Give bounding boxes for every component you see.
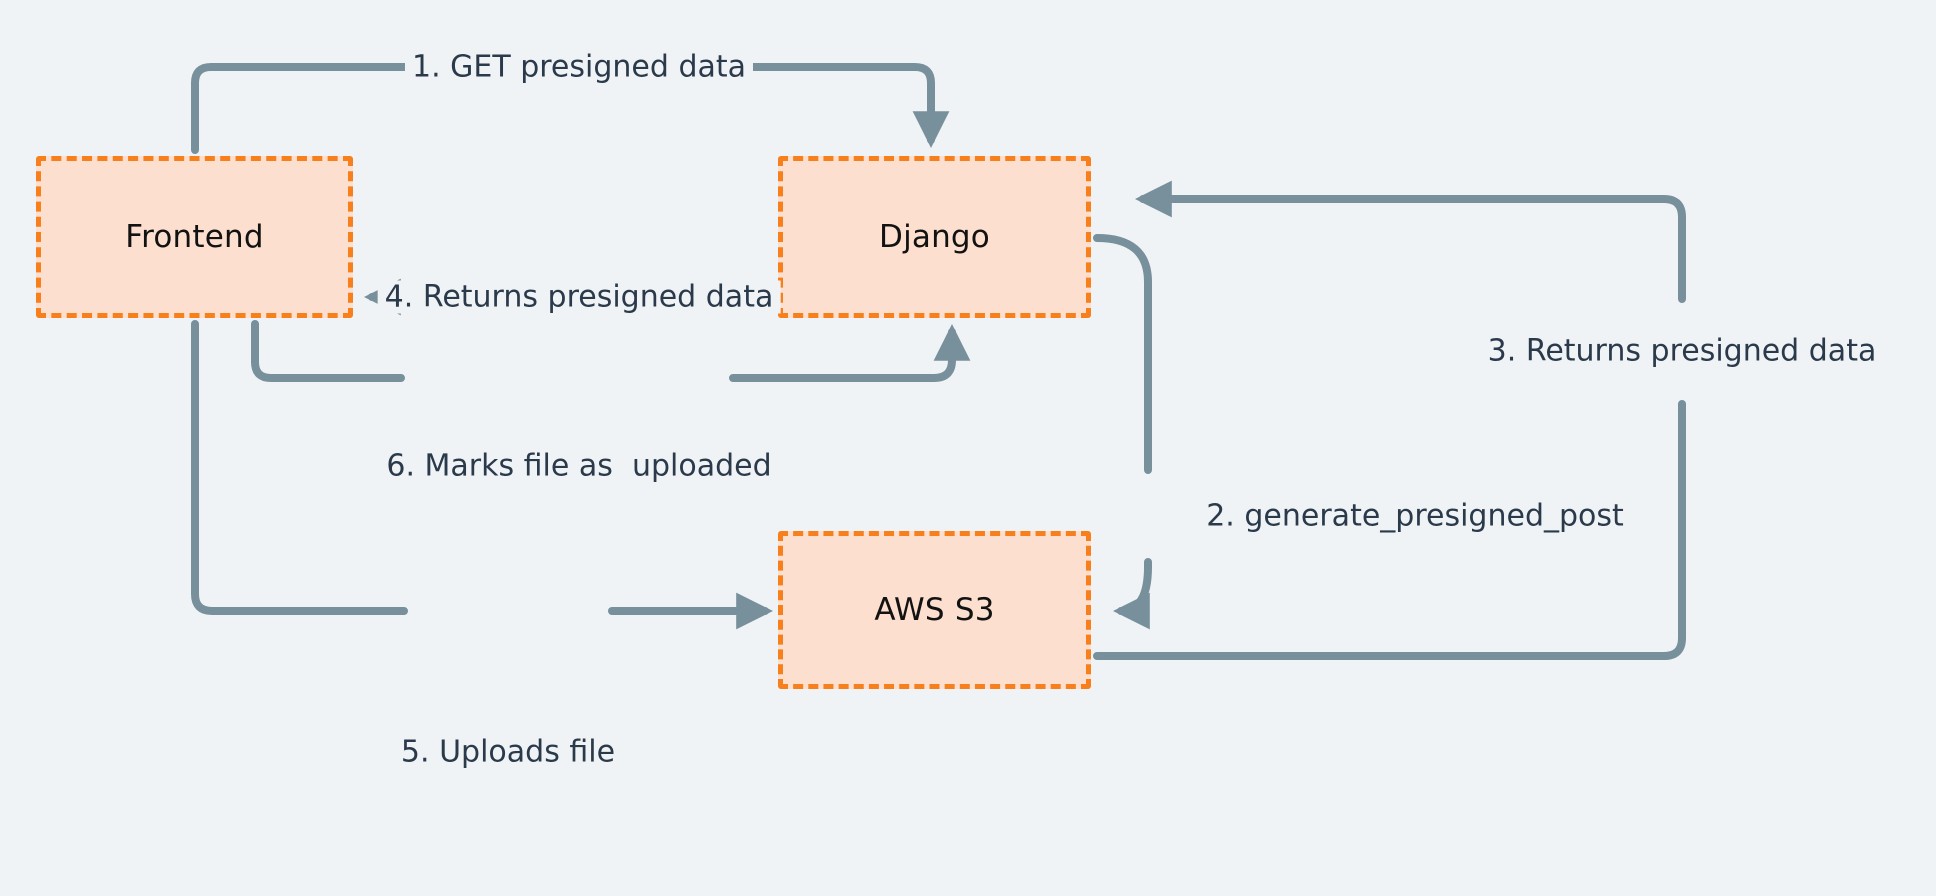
edge-label-3: 3. Returns presigned data: [1480, 334, 1884, 368]
edge-label-4: 4. Returns presigned data: [377, 280, 781, 314]
node-aws-s3[interactable]: AWS S3: [778, 531, 1091, 689]
wire-2-generate-presigned-post: [1093, 234, 1152, 474]
wire-6-marks-file-as-uploaded: [251, 320, 405, 382]
node-frontend-label: Frontend: [125, 219, 264, 255]
node-aws-s3-label: AWS S3: [874, 592, 995, 628]
wire-2-generate-presigned-post-b: [1113, 558, 1152, 630]
wire-3-returns-presigned-data-b: [1134, 180, 1686, 303]
node-django-label: Django: [879, 219, 990, 255]
node-django[interactable]: Django: [778, 156, 1091, 318]
edge-label-5: 5. Uploads file: [393, 735, 623, 769]
wire-6-marks-file-as-uploaded-b: [729, 323, 971, 382]
edge-label-2: 2. generate_presigned_post: [1199, 499, 1631, 533]
edge-label-1: 1. GET presigned data: [404, 50, 754, 84]
edge-label-6: 6. Marks file as uploaded: [379, 449, 779, 483]
node-frontend[interactable]: Frontend: [36, 156, 353, 318]
wire-5-uploads-file: [191, 320, 408, 615]
